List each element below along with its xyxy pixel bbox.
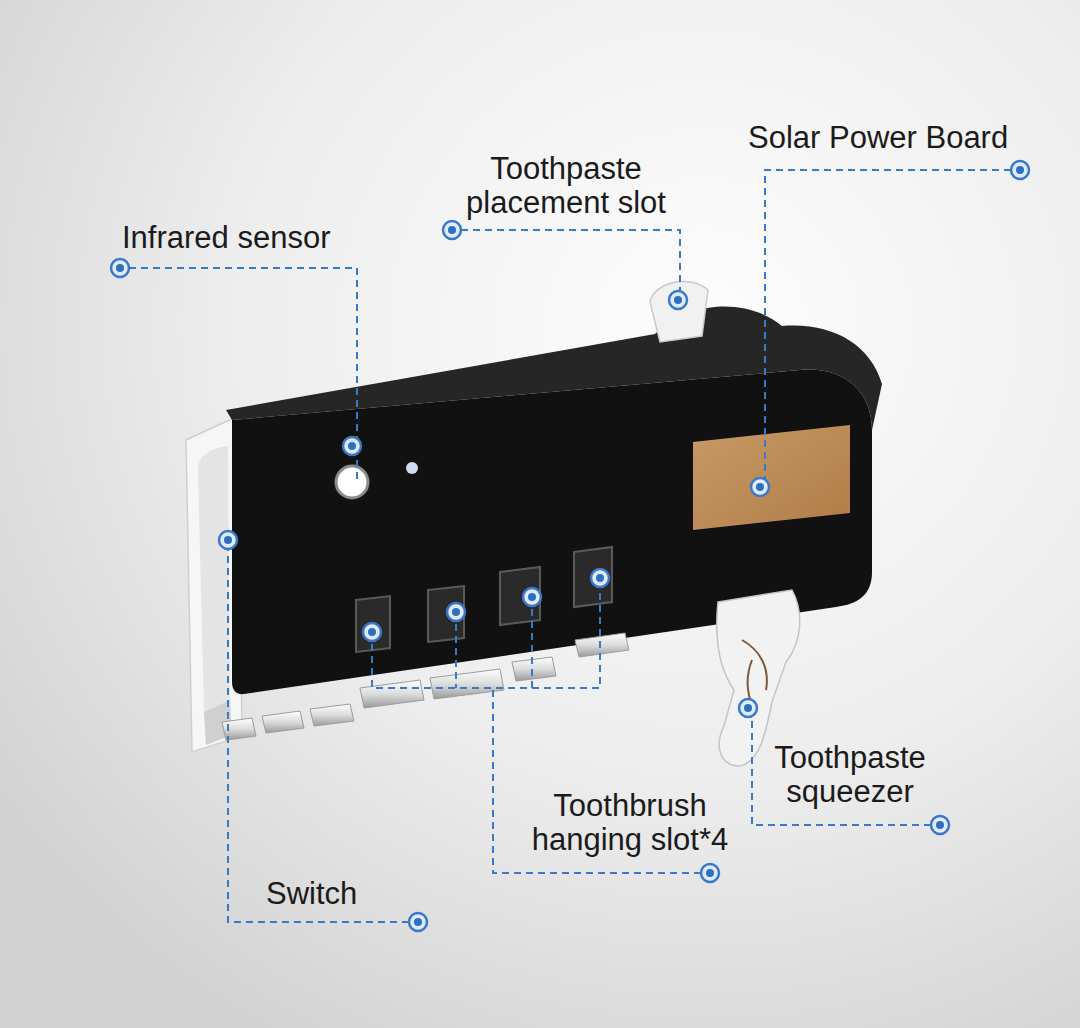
squeezer <box>717 590 800 766</box>
sensor <box>336 462 418 498</box>
callout-label: Toothbrush hanging slot*4 <box>500 789 760 857</box>
callout-label: Infrared sensor <box>122 221 412 255</box>
callout-label: Toothpaste squeezer <box>740 741 960 809</box>
toothpaste-slot <box>650 281 708 342</box>
leader-lines <box>129 170 1011 922</box>
hooks <box>222 633 629 740</box>
callout-label: Toothpaste placement slot <box>436 152 696 220</box>
leader-dots <box>111 161 1029 931</box>
brush-slots <box>356 547 612 652</box>
callout-label: Solar Power Board <box>748 121 1068 155</box>
solar-panel <box>693 425 850 530</box>
callout-label: Switch <box>266 877 446 911</box>
